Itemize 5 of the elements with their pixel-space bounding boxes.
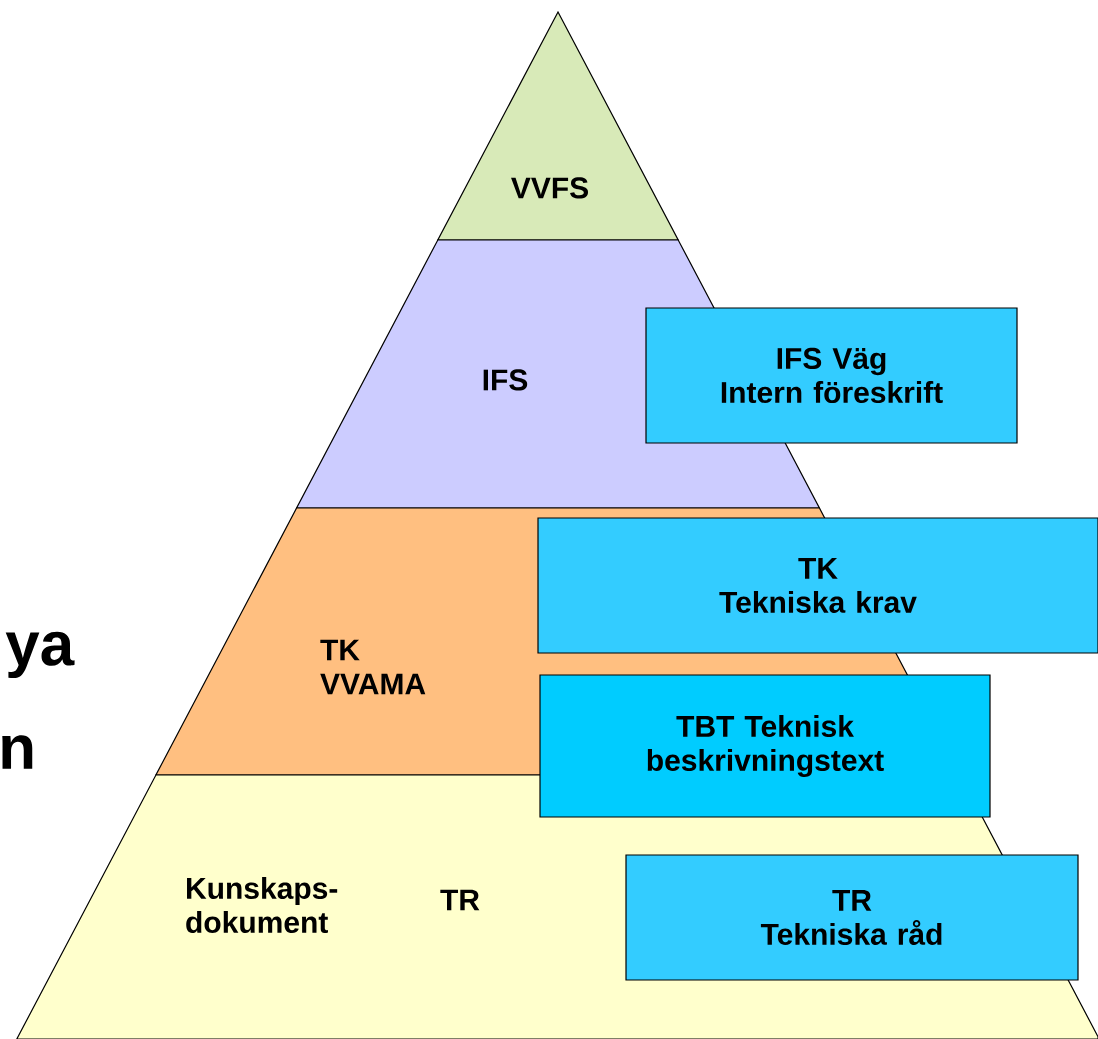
large-text: n — [2, 735, 33, 769]
large-text: ya — [5, 631, 75, 679]
text-box: TK Tekniska krav — [537, 517, 1098, 654]
text-box: IFS Väg Intern föreskrift — [645, 307, 1018, 444]
text-box: TBT Teknisk beskrivningstext — [539, 674, 991, 818]
